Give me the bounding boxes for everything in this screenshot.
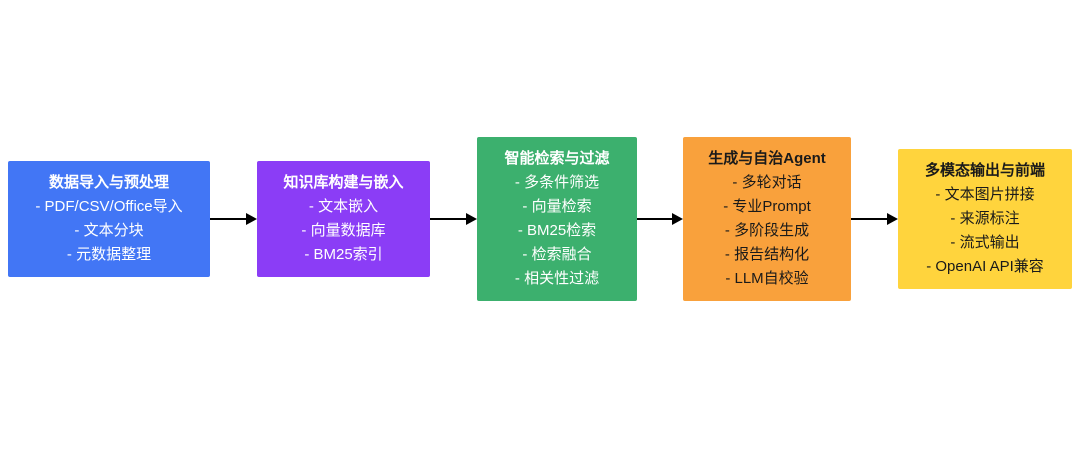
node-title: 智能检索与过滤 [504, 150, 610, 167]
flow-arrow-icon [430, 212, 477, 226]
node-item: - PDF/CSV/Office导入 [35, 198, 183, 215]
flow-arrow-icon [637, 212, 683, 226]
node-item: - 检索融合 [522, 246, 592, 263]
node-item: - 元数据整理 [66, 246, 152, 263]
node-title: 生成与自治Agent [708, 150, 826, 167]
node-title: 数据导入与预处理 [48, 174, 169, 191]
node-item: - 多轮对话 [732, 174, 802, 191]
node-item: - 文本嵌入 [308, 198, 379, 215]
flowchart-row: 数据导入与预处理 - PDF/CSV/Office导入 - 文本分块 - 元数据… [8, 137, 1072, 301]
node-item: - 向量检索 [522, 198, 592, 215]
node-item: - 相关性过滤 [514, 270, 600, 287]
node-item: - 向量数据库 [301, 222, 386, 239]
node-item: - 来源标注 [950, 210, 1020, 227]
flow-node-retrieval-filtering: 智能检索与过滤 - 多条件筛选 - 向量检索 - BM25检索 - 检索融合 -… [477, 137, 637, 301]
node-item: - 多阶段生成 [724, 222, 810, 239]
node-item: - BM25检索 [517, 222, 597, 239]
node-item: - OpenAI API兼容 [926, 258, 1044, 275]
flow-node-knowledge-base: 知识库构建与嵌入 - 文本嵌入 - 向量数据库 - BM25索引 [257, 161, 430, 277]
flow-node-generation-agent: 生成与自治Agent - 多轮对话 - 专业Prompt - 多阶段生成 - 报… [683, 137, 851, 301]
node-title: 知识库构建与嵌入 [283, 174, 404, 191]
node-item: - BM25索引 [304, 246, 383, 263]
node-title: 多模态输出与前端 [924, 162, 1045, 179]
flow-node-data-import: 数据导入与预处理 - PDF/CSV/Office导入 - 文本分块 - 元数据… [8, 161, 210, 277]
node-item: - 报告结构化 [724, 246, 810, 263]
node-item: - 流式输出 [950, 234, 1020, 251]
node-item: - LLM自校验 [725, 270, 809, 287]
node-item: - 专业Prompt [723, 198, 811, 215]
node-item: - 文本图片拼接 [935, 186, 1035, 203]
flow-node-multimodal-output: 多模态输出与前端 - 文本图片拼接 - 来源标注 - 流式输出 - OpenAI… [898, 149, 1072, 289]
node-item: - 文本分块 [74, 222, 144, 239]
flow-arrow-icon [851, 212, 898, 226]
flow-arrow-icon [210, 212, 257, 226]
node-item: - 多条件筛选 [514, 174, 600, 191]
